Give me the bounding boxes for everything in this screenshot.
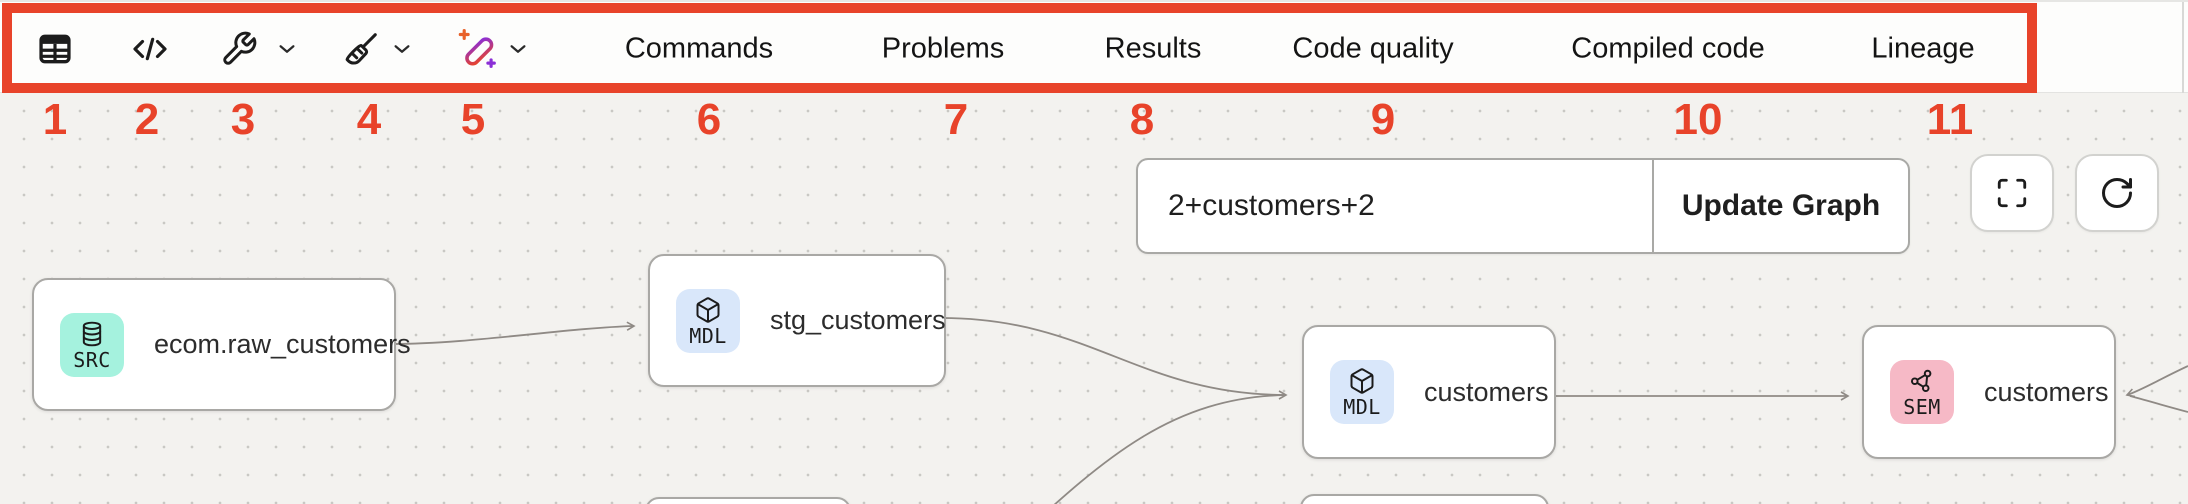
annotation-number-11: 11: [1926, 95, 1974, 144]
lineage-edges: [391, 317, 2188, 504]
broom-button[interactable]: [342, 30, 380, 68]
wrench-dropdown[interactable]: [276, 38, 298, 60]
node-partial-bottom-left[interactable]: [645, 497, 851, 504]
tab-lineage[interactable]: Lineage: [1871, 32, 1975, 65]
lineage-canvas[interactable]: 2+customers+2 Update Graph: [0, 93, 2188, 504]
code-icon: [133, 37, 167, 61]
cube-icon: [696, 296, 720, 323]
cube-icon: [1350, 368, 1374, 394]
chevron-down-icon: [510, 45, 526, 53]
annotation-number-5: 5: [460, 95, 486, 144]
node-stg-customers[interactable]: MDL stg_customers: [648, 254, 946, 387]
badge-label: MDL: [1343, 395, 1381, 419]
node-label: customers: [1424, 376, 1549, 407]
badge-label: SEM: [1903, 395, 1941, 419]
node-ecom-raw-customers[interactable]: SRC ecom.raw_customers: [32, 278, 411, 411]
badge-label: MDL: [689, 323, 727, 348]
tab-problems[interactable]: Problems: [881, 32, 1005, 65]
lineage-search-group: 2+customers+2 Update Graph: [1136, 158, 1910, 254]
table-icon: [39, 34, 71, 64]
annotation-number-1: 1: [42, 95, 68, 144]
node-label: stg_customers: [770, 305, 946, 335]
fullscreen-icon: [1997, 178, 2027, 208]
node-customers-semantic[interactable]: SEM customers: [1862, 325, 2116, 459]
node-label: customers: [1984, 376, 2109, 407]
tab-results[interactable]: Results: [1104, 32, 1202, 65]
fullscreen-button[interactable]: [1970, 154, 2054, 232]
model-badge: MDL: [676, 288, 740, 353]
annotation-number-8: 8: [1129, 95, 1155, 144]
annotation-number-7: 7: [943, 95, 969, 144]
wrench-button[interactable]: [220, 30, 258, 68]
code-button[interactable]: [128, 29, 172, 69]
annotation-number-3: 3: [230, 95, 256, 144]
badge-label: SRC: [73, 347, 111, 372]
annotation-number-2: 2: [134, 95, 160, 144]
source-badge: SRC: [60, 312, 124, 377]
tab-commands[interactable]: Commands: [624, 32, 774, 65]
magic-wand-icon: [458, 29, 496, 68]
tab-code-quality[interactable]: Code quality: [1292, 32, 1454, 65]
table-button[interactable]: [36, 30, 74, 68]
update-graph-button[interactable]: Update Graph: [1681, 189, 1881, 222]
chevron-down-icon: [279, 45, 295, 53]
lineage-search-input[interactable]: 2+customers+2: [1138, 160, 1654, 252]
tab-compiled-code[interactable]: Compiled code: [1571, 32, 1765, 65]
magic-wand-button[interactable]: [455, 26, 501, 72]
semantic-badge: SEM: [1890, 360, 1954, 424]
database-icon: [82, 321, 102, 346]
broom-icon: [345, 33, 377, 65]
chevron-down-icon: [394, 45, 410, 53]
wrench-icon: [223, 31, 257, 65]
annotation-number-9: 9: [1370, 95, 1396, 144]
annotation-number-10: 10: [1673, 95, 1723, 144]
magic-wand-dropdown[interactable]: [507, 38, 529, 60]
node-customers-model[interactable]: MDL customers: [1302, 325, 1556, 459]
broom-dropdown[interactable]: [391, 38, 413, 60]
annotation-number-6: 6: [696, 95, 722, 144]
panel-divider: [2182, 2, 2184, 95]
toolbar: Commands Problems Results Code quality C…: [0, 0, 2188, 95]
node-partial-bottom-right[interactable]: [1300, 494, 1549, 504]
node-label: ecom.raw_customers: [154, 329, 411, 359]
network-icon: [1910, 369, 1932, 393]
annotation-number-4: 4: [356, 95, 382, 144]
refresh-icon: [2102, 178, 2132, 208]
model-badge: MDL: [1330, 360, 1394, 424]
refresh-button[interactable]: [2075, 154, 2159, 232]
